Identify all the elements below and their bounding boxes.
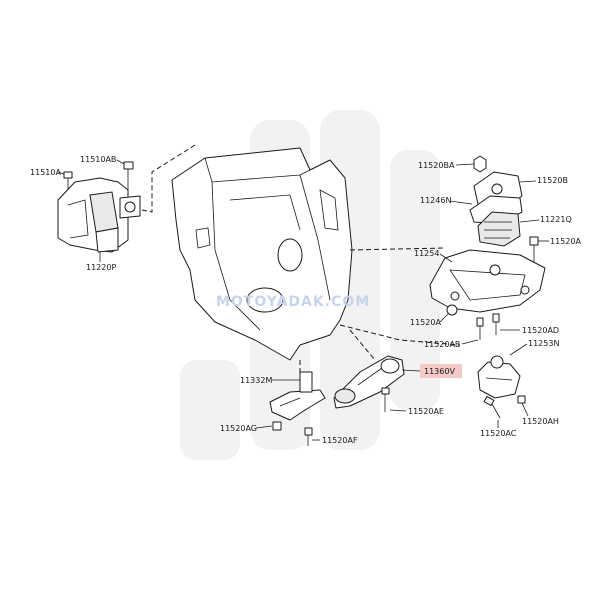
label-11510A: 11510A — [30, 168, 61, 177]
label-11220P: 11220P — [86, 263, 116, 272]
bracket-11332M — [269, 371, 326, 421]
bolt-11520A-right — [529, 236, 539, 262]
label-11253N: 11253N — [528, 339, 559, 348]
label-11520AD: 11520AD — [522, 326, 559, 335]
left-engine-mount — [57, 177, 141, 253]
bolt-11510A — [63, 171, 73, 190]
label-11520AE: 11520AE — [408, 407, 444, 416]
label-11510AB: 11510AB — [80, 155, 116, 164]
label-11360V: 11360V — [424, 367, 455, 376]
label-11332M: 11332M — [240, 376, 272, 385]
bolt-11520AE — [381, 387, 390, 412]
mount-11253N — [477, 355, 521, 399]
label-11520AF: 11520AF — [322, 436, 358, 445]
label-11520AC: 11520AC — [480, 429, 517, 438]
engine-block — [171, 147, 353, 361]
label-11520A-right: 11520A — [550, 237, 581, 246]
label-11246N: 11246N — [420, 196, 451, 205]
bolt-11520AG — [272, 421, 282, 431]
label-11520BA: 11520BA — [418, 161, 455, 170]
bolt-11510AB — [123, 161, 134, 192]
insulator-11221Q — [477, 211, 521, 247]
torque-rod-11360V — [333, 355, 405, 409]
label-11520AH: 11520AH — [522, 417, 559, 426]
nut-11520BA — [473, 155, 487, 173]
bolt-11520AC — [483, 395, 501, 419]
nut-11520A-mid — [446, 304, 458, 316]
label-11520AB: 11520AB — [424, 340, 460, 349]
label-11221Q: 11221Q — [540, 215, 572, 224]
label-11254: 11254 — [414, 249, 439, 258]
bolt-11520AF — [304, 427, 313, 446]
bolt-11520AD — [492, 313, 500, 335]
bolt-11520AB — [476, 317, 484, 340]
bracket-11254 — [429, 249, 546, 313]
label-11520A-mid: 11520A — [410, 318, 441, 327]
bolt-11520AH — [517, 395, 526, 404]
watermark-text: MOTOYADAK.COM — [216, 294, 370, 310]
label-11520B: 11520B — [537, 176, 568, 185]
label-11520AG: 11520AG — [220, 424, 257, 433]
highlight-11360V — [420, 364, 462, 378]
